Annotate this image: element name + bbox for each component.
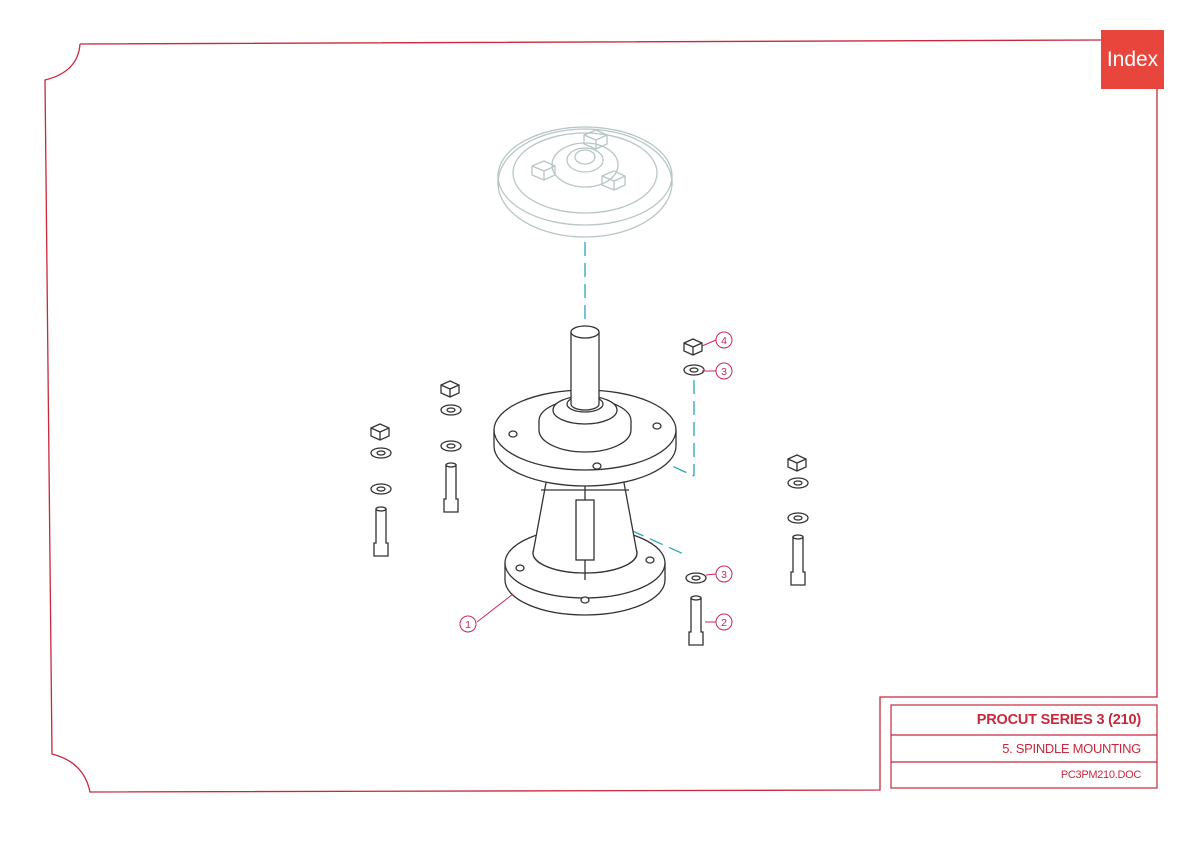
bolt <box>373 508 389 557</box>
bolt <box>790 536 806 586</box>
callout-4: 4 <box>721 335 727 347</box>
drawing-filename: PC3PM210.DOC <box>1060 769 1141 781</box>
index-button[interactable]: Index <box>1101 30 1164 89</box>
spindle-housing <box>493 325 677 616</box>
bolt <box>443 464 459 513</box>
drawing-subtitle: 5. SPINDLE MOUNTING <box>1002 741 1141 756</box>
callout-3-bottom: 3 <box>721 569 727 581</box>
callout-1: 1 <box>465 619 471 631</box>
pulley-ghost <box>497 126 673 238</box>
drawing-title: PROCUT SERIES 3 (210) <box>976 712 1141 728</box>
bolt <box>688 597 704 646</box>
nut <box>440 380 460 398</box>
nut <box>683 338 703 356</box>
nut <box>787 454 807 472</box>
nut <box>370 423 390 441</box>
title-block <box>890 704 1158 789</box>
callout-leaders <box>476 339 717 623</box>
callout-circles <box>459 331 733 633</box>
sheet-border <box>44 39 1164 793</box>
fasteners <box>370 338 809 646</box>
callout-2: 2 <box>721 617 727 629</box>
callout-3-top: 3 <box>721 366 727 378</box>
